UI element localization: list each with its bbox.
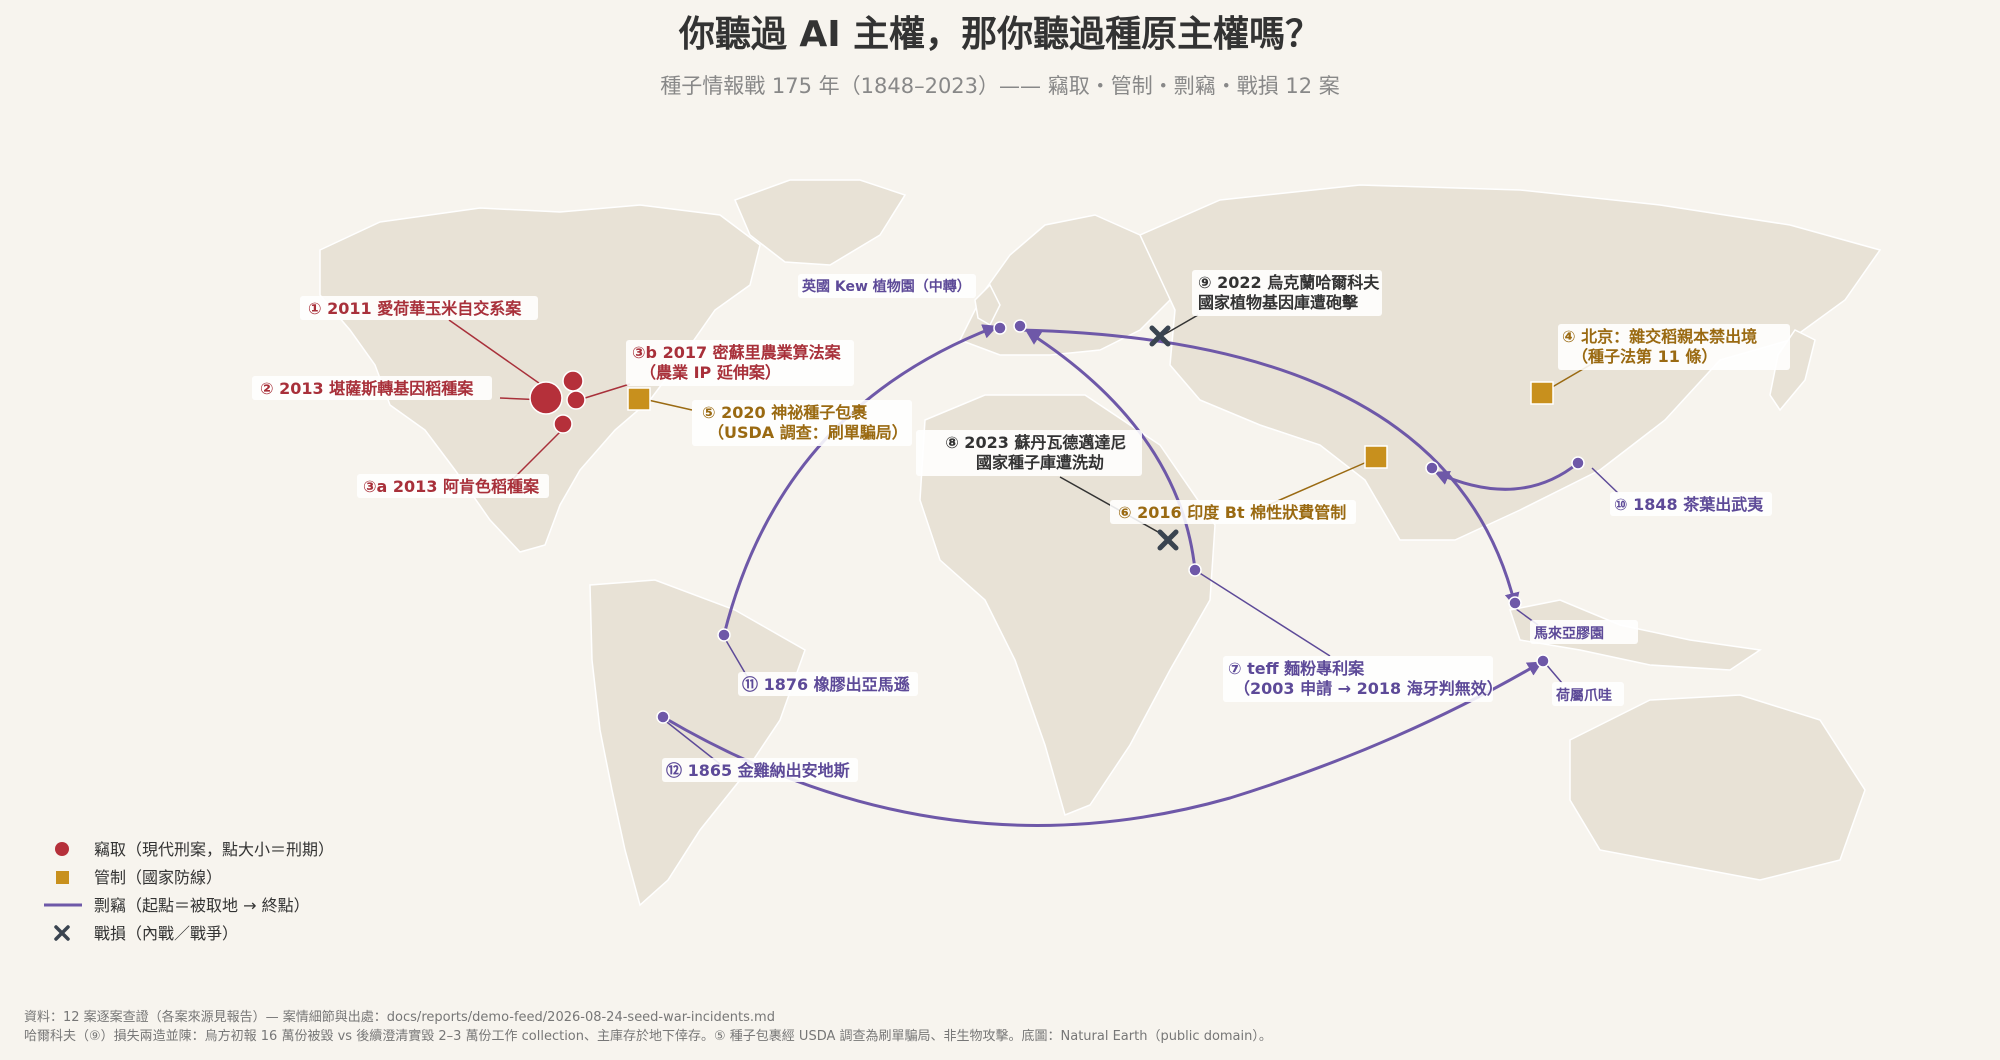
page-subtitle: 種子情報戰 175 年（1848–2023）—— 竊取・管制・剽竊・戰損 12 … [660, 74, 1340, 98]
legend-theft-label: 竊取（現代刑案，點大小＝刑期） [94, 840, 334, 859]
route-teff-ethiopia-europe [1025, 330, 1197, 571]
legend-control-swatch [56, 871, 69, 884]
land-south-america [589, 579, 806, 907]
legend-piracy-label: 剽竊（起點＝被取地 → 終點） [94, 896, 310, 915]
control-marker-india [1364, 445, 1388, 469]
legend-loss-swatch [54, 925, 70, 941]
route-cinchona-andes-java [662, 661, 1543, 827]
theft-marker-missouri [566, 390, 586, 410]
loss-marker-sudan [1157, 529, 1179, 551]
land-greenland [733, 179, 907, 266]
event-labels: ① 2011 愛荷華玉米自交系案 ② 2013 堪薩斯轉基因稻種案 ③a 201… [260, 273, 1764, 780]
legend: 竊取（現代刑案，點大小＝刑期） 管制（國家防線） 剽竊（起點＝被取地 → 終點）… [44, 840, 334, 943]
loss-markers [1149, 325, 1179, 551]
place-labels: 英國 Kew 植物園（中轉） 馬來亞膠園 荷屬爪哇 [801, 278, 1612, 704]
land-uk [974, 283, 1001, 327]
land-japan [1769, 329, 1816, 412]
label-backgrounds [252, 270, 1790, 782]
place-java: 荷屬爪哇 [1555, 687, 1612, 704]
leader-lines [448, 314, 1619, 765]
theft-marker-kansas [529, 381, 563, 415]
theft-marker-iowa [562, 370, 584, 392]
control-marker-beijing [1530, 381, 1554, 405]
label-e5: ⑤ 2020 神祕種子包裹 （USDA 調查：刷單騙局） [702, 403, 908, 442]
label-e2: ② 2013 堪薩斯轉基因稻種案 [260, 379, 474, 398]
label-e9: ⑨ 2022 烏克蘭哈爾科夫 國家植物基因庫遭砲擊 [1198, 273, 1385, 312]
place-malaya: 馬來亞膠園 [1534, 625, 1604, 642]
piracy-routes [662, 324, 1579, 827]
label-e10: ⑩ 1848 茶葉出武夷 [1614, 495, 1764, 514]
route-dots [656, 319, 1585, 724]
page-title: 你聽過 AI 主權，那你聽過種原主權嗎？ [678, 14, 1321, 55]
theft-markers [529, 370, 586, 434]
label-e8: ⑧ 2023 蘇丹瓦德邁達尼 國家種子庫遭洗劫 [945, 433, 1132, 472]
label-e12: ⑫ 1865 金雞納出安地斯 [666, 761, 850, 780]
label-e7: ⑦ teff 麵粉專利案 （2003 申請 → 2018 海牙判無效） [1228, 659, 1503, 698]
theft-marker-arkansas [553, 414, 573, 434]
control-markers [627, 381, 1554, 469]
land-masses [319, 179, 1882, 907]
label-e3a: ③a 2013 阿肯色稻種案 [363, 477, 540, 496]
loss-marker-kharkiv [1149, 325, 1171, 347]
label-e1: ① 2011 愛荷華玉米自交系案 [308, 299, 522, 318]
label-e6: ⑥ 2016 印度 Bt 棉性狀費管制 [1118, 503, 1346, 522]
land-australia [1569, 694, 1866, 881]
legend-control-label: 管制（國家防線） [94, 868, 222, 887]
place-kew: 英國 Kew 植物園（中轉） [801, 278, 971, 295]
footer-source: 資料：12 案逐案查證（各案來源見報告）— 案情細節與出處：docs/repor… [24, 1009, 775, 1025]
legend-theft-swatch [55, 842, 69, 856]
legend-loss-label: 戰損（內戰／戰爭） [94, 924, 238, 943]
control-marker-usda [627, 387, 651, 411]
label-e3b: ③b 2017 密蘇里農業算法案 （農業 IP 延伸案） [632, 343, 846, 382]
label-e4: ④ 北京：雜交稻親本禁出境 （種子法第 11 條） [1562, 327, 1763, 366]
route-kew-malaya [1019, 328, 1520, 608]
footer-note: 哈爾科夫（⑨）損失兩造並陳：烏方初報 16 萬份被毀 vs 後續澄清實毀 2–3… [24, 1028, 1272, 1044]
route-tea-wuyi [1434, 461, 1579, 491]
label-e11: ⑪ 1876 橡膠出亞馬遜 [742, 675, 910, 694]
